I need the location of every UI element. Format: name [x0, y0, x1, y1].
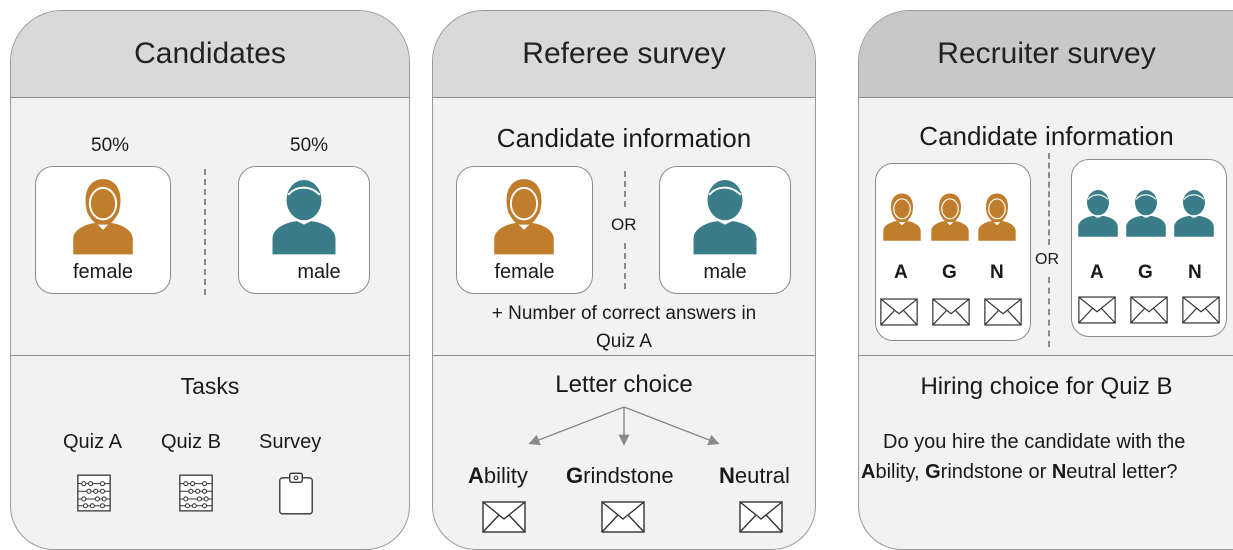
- female-person-icon: [928, 190, 972, 242]
- extra-info-line-1: + Number of correct answers in: [491, 303, 757, 324]
- female-percentage: 50%: [91, 135, 130, 156]
- task-quiz-b-label: Quiz B: [161, 431, 222, 453]
- envelope-icon: [932, 298, 970, 326]
- ability-initial: A: [1090, 262, 1104, 283]
- section-divider: [859, 355, 1233, 356]
- task-survey-label: Survey: [259, 431, 322, 453]
- or-divider-bottom: [1048, 277, 1050, 347]
- envelope-icon: [984, 298, 1022, 326]
- grindstone-letter-label: Grindstone: [566, 463, 674, 488]
- male-person-icon: [1124, 186, 1168, 238]
- male-label: male: [297, 261, 341, 283]
- candidates-title: Candidates: [11, 11, 409, 98]
- or-divider-top: [1048, 153, 1050, 245]
- male-person-icon: [269, 175, 339, 255]
- neutral-initial: N: [990, 262, 1004, 283]
- or-divider-top: [624, 171, 626, 207]
- referee-survey-panel: Referee survey Candidate information fem…: [432, 10, 816, 550]
- ability-letter-label: Ability: [468, 463, 528, 488]
- female-person-icon: [975, 190, 1019, 242]
- ability-initial: A: [894, 262, 908, 283]
- recruiter-survey-title: Recruiter survey: [859, 11, 1233, 98]
- referee-survey-title: Referee survey: [433, 11, 815, 98]
- female-person-icon: [880, 190, 924, 242]
- grindstone-initial: G: [1138, 262, 1153, 283]
- task-quiz-a-label: Quiz A: [63, 431, 122, 453]
- abacus-icon: [179, 473, 213, 513]
- female-label: female: [72, 261, 134, 283]
- envelope-icon: [482, 501, 526, 533]
- hiring-choice-title: Hiring choice for Quiz B: [920, 373, 1173, 400]
- hiring-question-line-2: Ability, Grindstone or Neutral letter?: [861, 461, 1178, 483]
- female-person-icon: [489, 175, 559, 255]
- female-candidate-card: female: [35, 166, 171, 294]
- section-divider: [11, 355, 409, 356]
- male-candidate-card: male: [238, 166, 370, 294]
- envelope-icon: [880, 298, 918, 326]
- candidate-information-title: Candidate information: [496, 123, 752, 153]
- or-divider-bottom: [624, 243, 626, 289]
- neutral-letter-label: Neutral: [719, 463, 790, 488]
- letter-choice-title: Letter choice: [555, 371, 693, 398]
- envelope-icon: [1182, 296, 1220, 324]
- neutral-initial: N: [1188, 262, 1202, 283]
- recruiter-survey-panel: Recruiter survey Candidate information A…: [858, 10, 1233, 550]
- male-candidate-card: male: [659, 166, 791, 294]
- male-person-icon: [1076, 186, 1120, 238]
- abacus-icon: [77, 473, 111, 513]
- section-divider: [433, 355, 815, 356]
- female-label: female: [494, 261, 555, 283]
- envelope-icon: [601, 501, 645, 533]
- grindstone-initial: G: [942, 262, 957, 283]
- candidate-information-title: Candidate information: [919, 121, 1174, 151]
- tasks-title: Tasks: [180, 373, 240, 399]
- female-person-icon: [68, 175, 138, 255]
- gender-divider: [204, 169, 206, 295]
- envelope-icon: [1130, 296, 1168, 324]
- clipboard-icon: [278, 472, 314, 516]
- female-candidate-card: female: [456, 166, 593, 294]
- male-person-icon: [1172, 186, 1216, 238]
- extra-info-line-2: Quiz A: [596, 331, 652, 352]
- male-percentage: 50%: [290, 135, 329, 156]
- male-label: male: [703, 261, 747, 283]
- envelope-icon: [1078, 296, 1116, 324]
- candidates-panel: Candidates 50% 50% female male Tasks Qui…: [10, 10, 410, 550]
- letter-choice-arrows: [528, 406, 720, 446]
- or-label: OR: [1035, 251, 1059, 268]
- or-label: OR: [611, 215, 637, 234]
- male-candidate-group-card: A G N: [1071, 159, 1227, 337]
- hiring-question-line-1: Do you hire the candidate with the: [883, 431, 1186, 453]
- male-person-icon: [690, 175, 760, 255]
- female-candidate-group-card: A G N: [875, 163, 1031, 341]
- envelope-icon: [739, 501, 783, 533]
